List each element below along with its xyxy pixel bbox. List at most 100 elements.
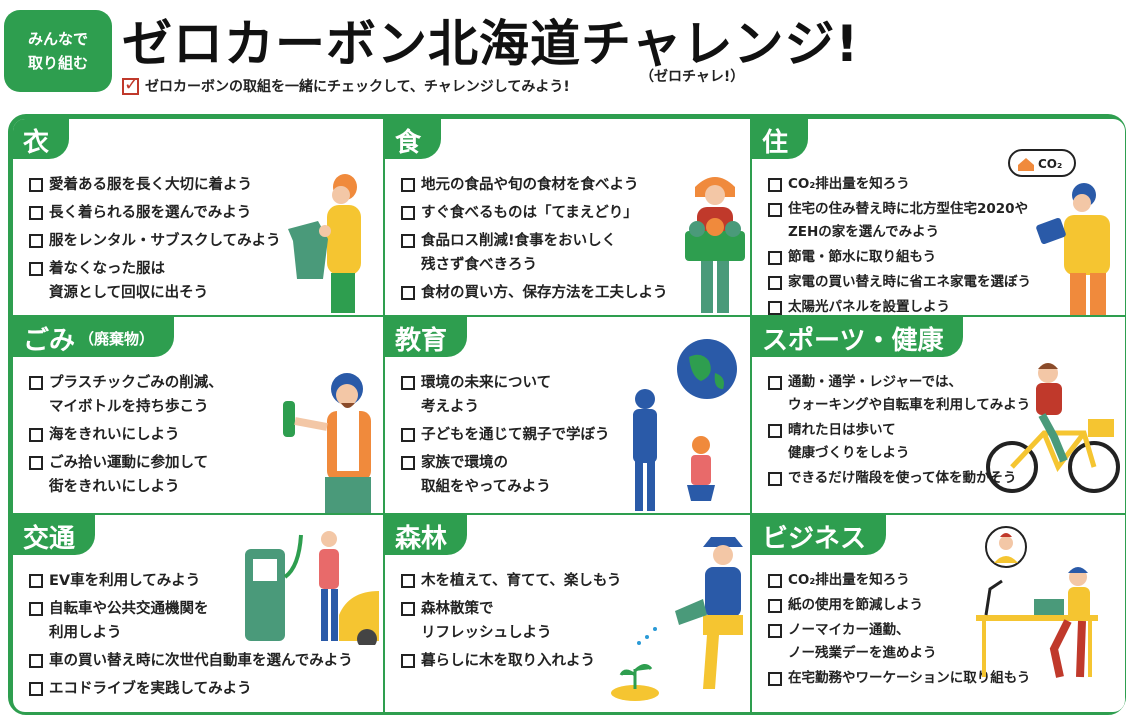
checkbox[interactable] [29, 428, 43, 442]
checkbox[interactable] [768, 599, 782, 613]
checkbox[interactable] [768, 301, 782, 315]
check-item[interactable]: EV車を利用してみよう [29, 569, 353, 593]
check-item[interactable]: 服をレンタル・サブスクしてみよう [29, 229, 281, 253]
section-title: スポーツ・健康 [752, 317, 964, 357]
checkbox[interactable] [768, 276, 782, 290]
nickname: （ゼロチャレ!） [640, 69, 745, 85]
check-item[interactable]: 食品ロス削減!食事をおいしく 残さず食べきろう [401, 229, 668, 277]
check-item[interactable]: 森林散策で リフレッシュしよう [401, 597, 621, 645]
checkbox[interactable] [768, 574, 782, 588]
check-item[interactable]: プラスチックごみの削減、 マイボトルを持ち歩こう [29, 371, 223, 419]
check-item[interactable]: 自転車や公共交通機関を 利用しよう [29, 597, 353, 645]
checklist: CO₂排出量を知ろう 住宅の住み替え時に北方型住宅2020や ZEHの家を選んで… [768, 173, 1031, 315]
check-item[interactable]: 家電の買い替え時に省エネ家電を選ぼう [768, 271, 1031, 294]
checkbox[interactable] [401, 428, 415, 442]
checkbox[interactable] [401, 206, 415, 220]
check-item[interactable]: 節電・節水に取り組もう [768, 246, 1031, 269]
checkbox[interactable] [401, 234, 415, 248]
checkbox[interactable] [768, 624, 782, 638]
check-item[interactable]: 木を植えて、育てて、楽しもう [401, 569, 621, 593]
checkbox[interactable] [29, 574, 43, 588]
section-housing: 住 CO₂排出量を知ろう 住宅の住み替え時に北方型住宅2020や ZEHの家を選… [752, 119, 1125, 315]
checkbox[interactable] [401, 178, 415, 192]
ev-charger-illustration [245, 531, 379, 645]
check-item[interactable]: 子どもを通じて親子で学ぼう [401, 423, 610, 447]
section-education: 教育 環境の未来について 考えよう 子どもを通じて親子で学ぼう 家族で環境の 取… [385, 317, 750, 513]
checkbox[interactable] [768, 376, 782, 390]
check-item[interactable]: 紙の使用を節減しよう [768, 594, 1030, 617]
check-item-label: 服をレンタル・サブスクしてみよう [49, 233, 281, 249]
man-with-tablet-illustration [1036, 183, 1110, 315]
checklist: 通勤・通学・レジャーでは、 ウォーキングや自転車を利用してみよう 晴れた日は歩い… [768, 371, 1030, 492]
person-watering-sapling-illustration [611, 537, 743, 701]
check-item[interactable]: 通勤・通学・レジャーでは、 ウォーキングや自転車を利用してみよう [768, 371, 1030, 417]
check-item[interactable]: 在宅勤務やワーケーションに取り組もう [768, 667, 1030, 690]
checkbox[interactable] [401, 376, 415, 390]
check-item-label: 海をきれいにしよう [49, 427, 180, 443]
check-item[interactable]: 晴れた日は歩いて 健康づくりをしよう [768, 419, 1030, 465]
checkbox[interactable] [401, 602, 415, 616]
section-title: ビジネス [752, 515, 887, 555]
check-item[interactable]: 長く着られる服を選んでみよう [29, 201, 281, 225]
checklist: 木を植えて、育てて、楽しもう 森林散策で リフレッシュしよう 暮らしに木を取り入… [401, 569, 621, 677]
checkbox-icon [122, 74, 139, 95]
checkbox[interactable] [29, 206, 43, 220]
checkbox[interactable] [768, 672, 782, 686]
check-item-label: 環境の未来について 考えよう [421, 375, 552, 415]
check-item[interactable]: 車の買い替え時に次世代自動車を選んでみよう [29, 649, 353, 673]
section-title-text: ビジネス [762, 523, 867, 554]
checkbox[interactable] [401, 654, 415, 668]
check-item[interactable]: 環境の未来について 考えよう [401, 371, 610, 419]
check-item[interactable]: 愛着ある服を長く大切に着よう [29, 173, 281, 197]
check-item-label: 住宅の住み替え時に北方型住宅2020や ZEHの家を選んでみよう [788, 201, 1029, 240]
check-item[interactable]: 地元の食品や旬の食材を食べよう [401, 173, 668, 197]
check-item[interactable]: 食材の買い方、保存方法を工夫しよう [401, 281, 668, 305]
checkbox[interactable] [29, 262, 43, 276]
checkbox[interactable] [29, 682, 43, 696]
check-item-label: ごみ拾い運動に参加して 街をきれいにしよう [49, 455, 209, 495]
check-item[interactable]: 海をきれいにしよう [29, 423, 223, 447]
check-item[interactable]: 住宅の住み替え時に北方型住宅2020や ZEHの家を選んでみよう [768, 198, 1031, 244]
check-item[interactable]: できるだけ階段を使って体を動かそう [768, 467, 1030, 490]
check-item[interactable]: すぐ食べるものは「てまえどり」 [401, 201, 668, 225]
checkbox[interactable] [768, 251, 782, 265]
check-item[interactable]: エコドライブを実践してみよう [29, 677, 353, 701]
check-item-label: 木を植えて、育てて、楽しもう [421, 573, 622, 589]
checkbox[interactable] [29, 178, 43, 192]
checkbox[interactable] [29, 456, 43, 470]
checkbox[interactable] [29, 376, 43, 390]
badge-line-2: 取り組む [27, 54, 88, 72]
check-item-label: 家族で環境の 取組をやってみよう [421, 455, 551, 495]
check-item[interactable]: 太陽光パネルを設置しよう [768, 296, 1031, 315]
section-title: ごみ（廃棄物） [13, 317, 175, 357]
check-item-label: CO₂排出量を知ろう [788, 176, 910, 192]
checkbox[interactable] [768, 424, 782, 438]
section-sports-health: スポーツ・健康 通勤・通学・レジャーでは、 ウォーキングや自転車を利用してみよう… [752, 317, 1125, 513]
check-item-label: 森林散策で リフレッシュしよう [421, 601, 552, 641]
section-business: ビジネス CO₂排出量を知ろう 紙の使用を節減しよう ノーマイカー通勤、 ノー残… [752, 515, 1125, 712]
checkbox[interactable] [768, 178, 782, 192]
badge-line-1: みんなで [27, 30, 88, 48]
together-badge: みんなで 取り組む [4, 10, 112, 92]
section-food: 食 地元の食品や旬の食材を食べよう すぐ食べるものは「てまえどり」 食品ロス削減… [385, 119, 750, 315]
check-item[interactable]: CO₂排出量を知ろう [768, 569, 1030, 592]
check-item[interactable]: 着なくなった服は 資源として回収に出そう [29, 257, 281, 305]
checkbox[interactable] [401, 574, 415, 588]
check-item[interactable]: CO₂排出量を知ろう [768, 173, 1031, 196]
check-item[interactable]: 暮らしに木を取り入れよう [401, 649, 621, 673]
checkbox[interactable] [401, 286, 415, 300]
check-item[interactable]: ごみ拾い運動に参加して 街をきれいにしよう [29, 451, 223, 499]
checkbox[interactable] [768, 472, 782, 486]
subtitle-text: ゼロカーボンの取組を一緒にチェックして、チャレンジしてみよう! [145, 79, 570, 95]
section-transportation: 交通 EV車を利用してみよう 自転車や公共交通機関を 利用しよう 車の買い替え時… [13, 515, 383, 712]
checkbox[interactable] [768, 203, 782, 217]
section-title-text: ごみ [23, 325, 76, 356]
checkbox[interactable] [29, 602, 43, 616]
challenge-board: 衣 愛着ある服を長く大切に着よう 長く着られる服を選んでみよう 服をレンタル・サ… [8, 114, 1126, 715]
check-item[interactable]: ノーマイカー通勤、 ノー残業デーを進めよう [768, 619, 1030, 665]
co2-sign-icon: CO₂ [1008, 149, 1076, 177]
checkbox[interactable] [29, 654, 43, 668]
check-item[interactable]: 家族で環境の 取組をやってみよう [401, 451, 610, 499]
checkbox[interactable] [29, 234, 43, 248]
checkbox[interactable] [401, 456, 415, 470]
